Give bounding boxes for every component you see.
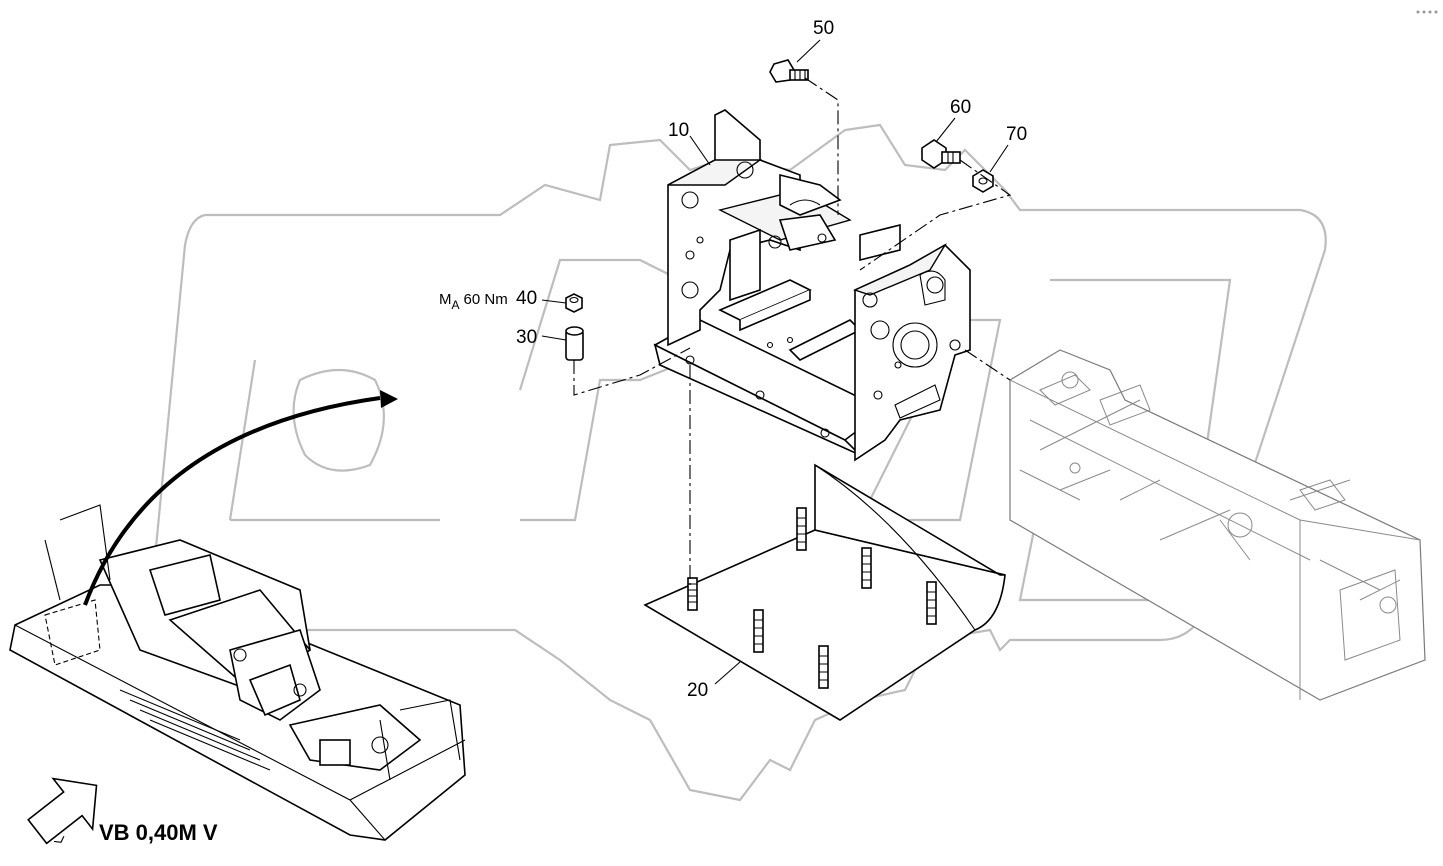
paver-overview — [9, 504, 466, 841]
callout-30: 30 — [516, 327, 537, 348]
nut-part-40 — [565, 293, 583, 313]
center-lines — [573, 77, 1012, 585]
callout-60: 60 — [950, 97, 971, 118]
corner-mark-icon — [1416, 10, 1438, 14]
bolt-part-50 — [769, 59, 809, 83]
torque-annotation: MA 60 Nm — [439, 291, 508, 312]
callout-40: 40 — [516, 288, 537, 309]
stud-bolts — [687, 507, 937, 689]
callout-50: 50 — [813, 18, 834, 39]
spacer-part-30 — [565, 326, 584, 361]
torque-subscript: A — [452, 298, 460, 312]
torque-value: 60 Nm — [464, 291, 508, 308]
plate-part-20 — [643, 463, 1006, 721]
callout-20: 20 — [687, 680, 708, 701]
detail-arrow-icon — [83, 390, 398, 606]
bolt-part-60 — [921, 139, 961, 169]
bracket-part-10 — [653, 109, 971, 462]
callout-70: 70 — [1006, 124, 1027, 145]
nut-part-70 — [972, 169, 994, 193]
callout-10: 10 — [668, 120, 689, 141]
leader-lines — [541, 39, 1009, 685]
diagram-title: VB 0,40M V — [99, 820, 218, 845]
torque-prefix: M — [439, 291, 452, 308]
view-direction-arrow-icon — [27, 777, 98, 845]
machine-frame-ghost — [1009, 349, 1426, 701]
